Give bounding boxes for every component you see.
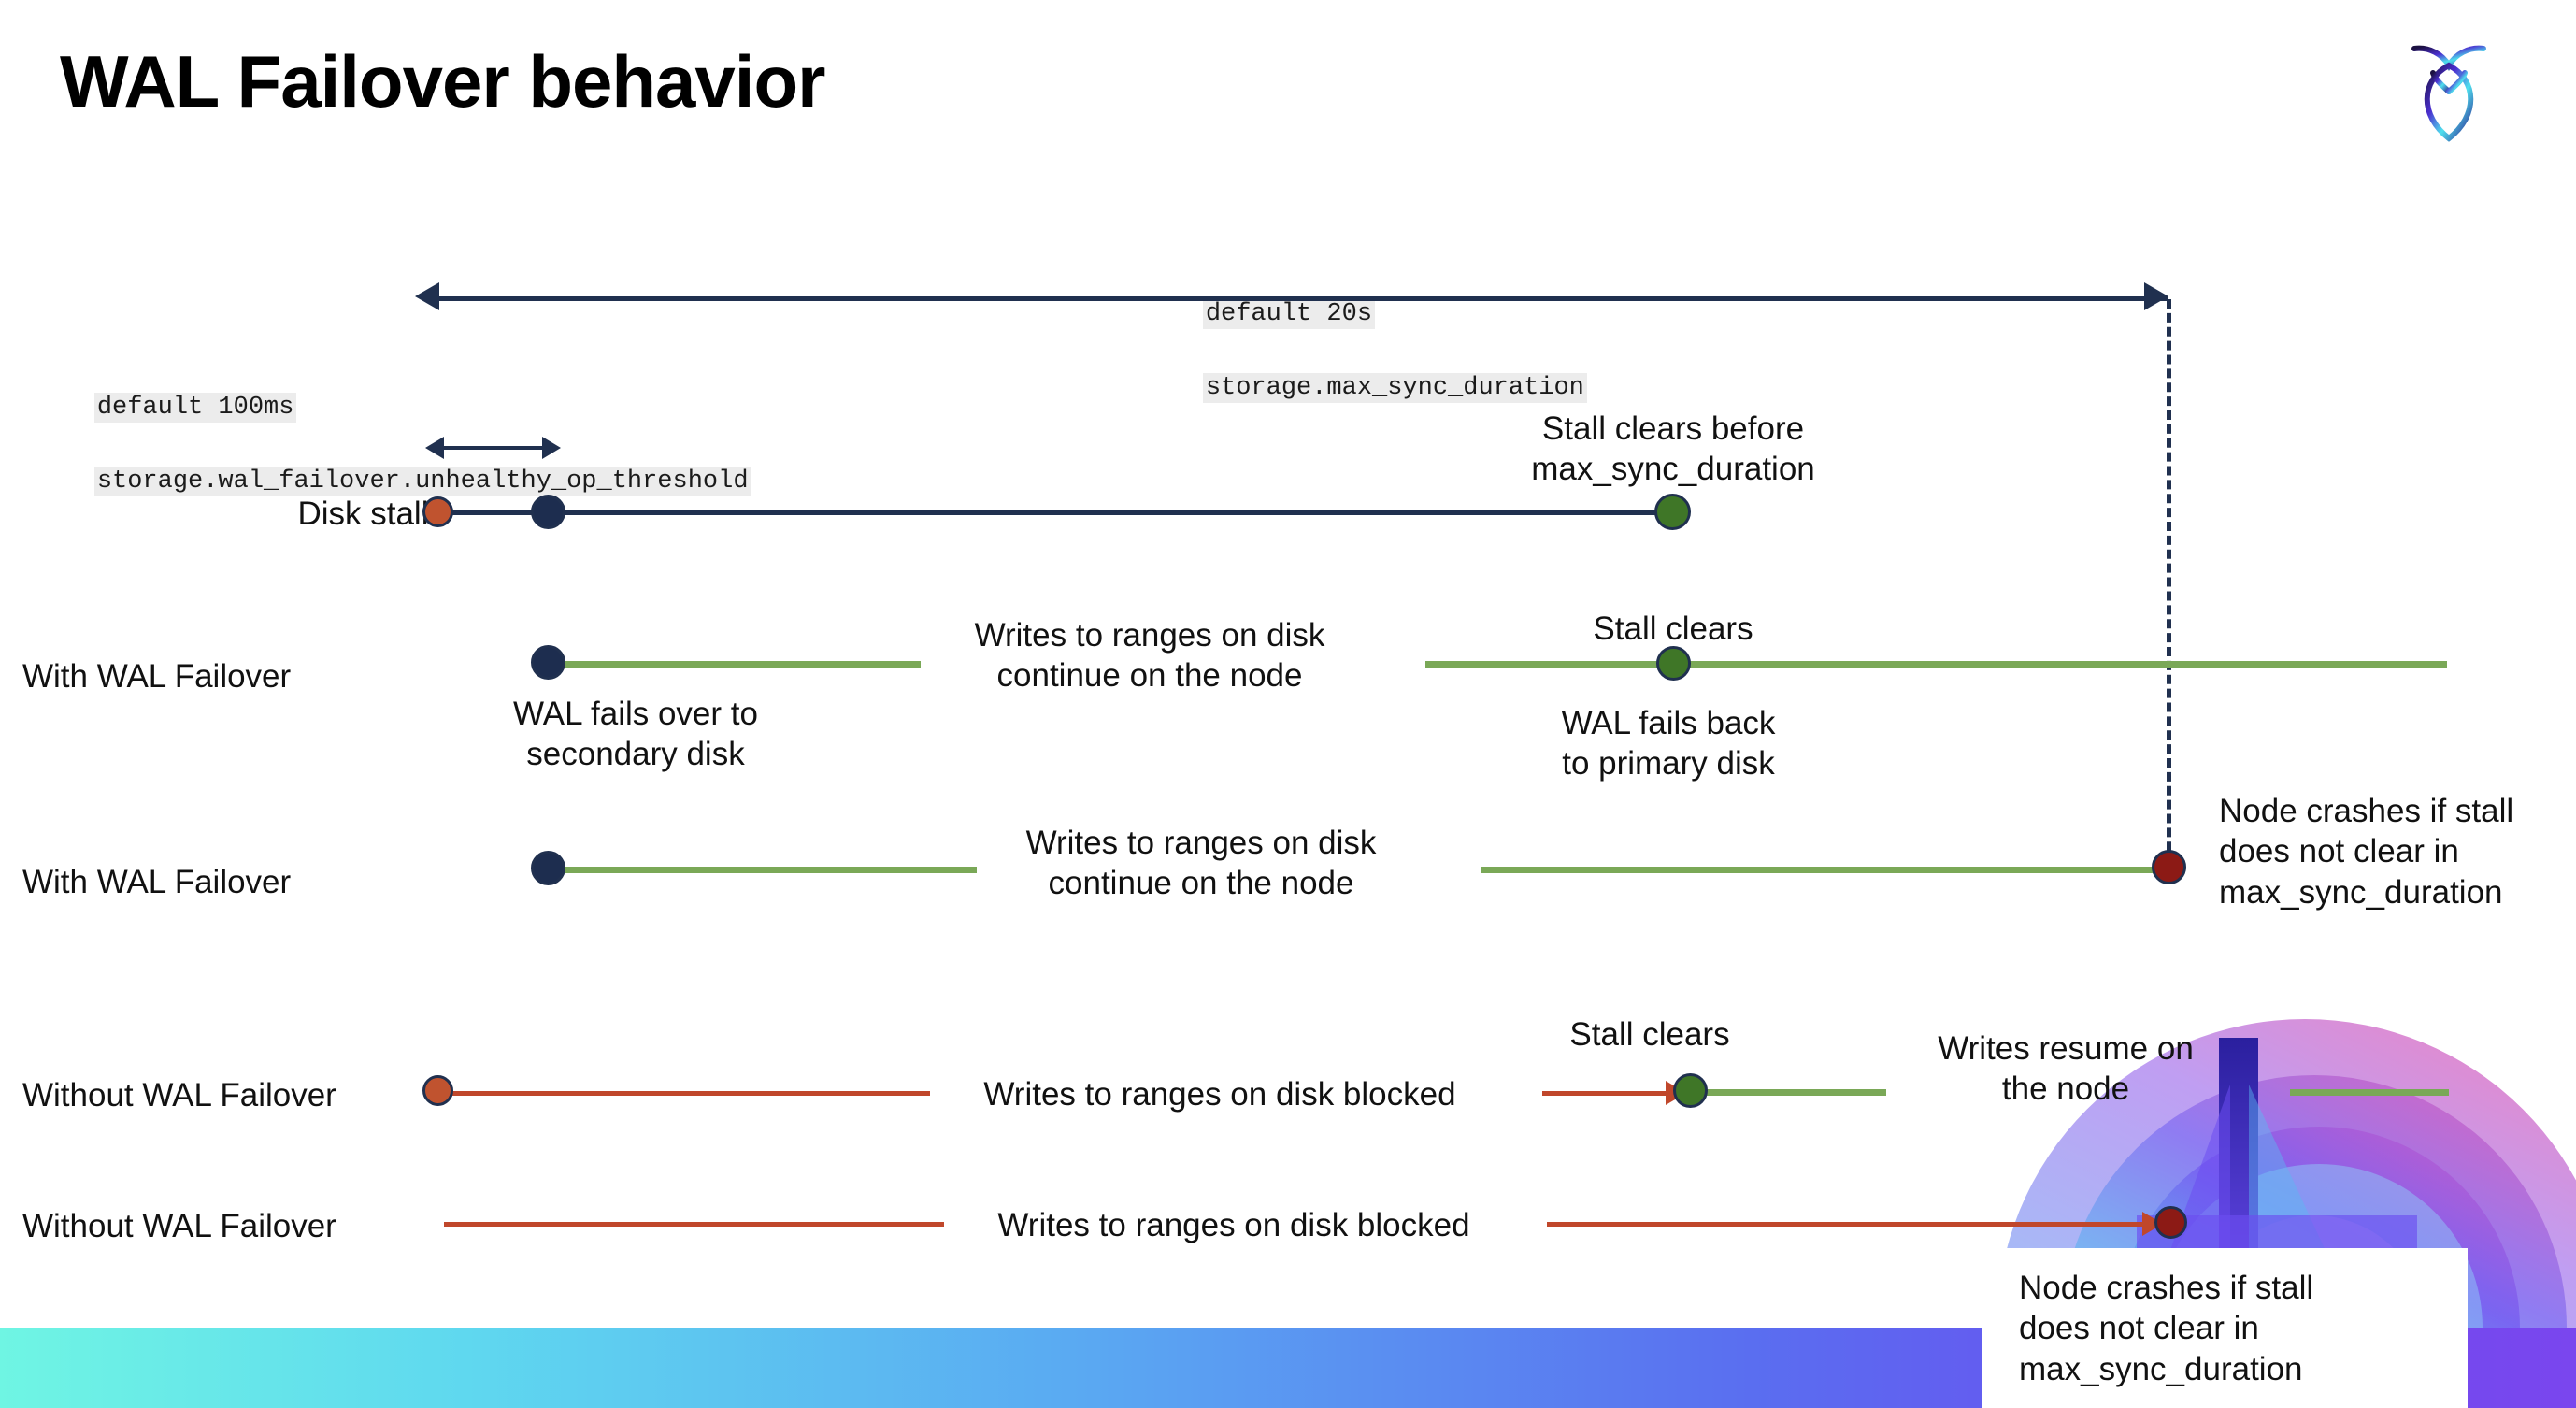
without-wal-2-crash-dot — [2154, 1206, 2187, 1239]
without-wal-1-stall-clears-dot — [1673, 1073, 1708, 1108]
max-sync-duration-setting: default 20s storage.max_sync_duration — [1142, 260, 1587, 444]
annotation-writes-blocked-2: Writes to ranges on disk blocked — [997, 1207, 1470, 1243]
max-sync-default-label: default 20s — [1202, 299, 1376, 330]
row-label-without-wal-failover-2: Without WAL Failover — [22, 1208, 336, 1244]
cockroachdb-logo-icon — [2397, 26, 2500, 148]
without-wal-1-red-segment-right — [1542, 1091, 1673, 1096]
annotation-wal-fails-over: WAL fails over to secondary disk — [513, 696, 758, 773]
disk-stalls-timeline — [439, 510, 1673, 515]
row-label-disk-stalls: Disk stalls — [297, 496, 445, 532]
unhealthy-op-setting-label: storage.wal_failover.unhealthy_op_thresh… — [93, 467, 751, 497]
annotation-node-crashes-row3: Node crashes if stall does not clear in … — [2219, 793, 2514, 911]
disk-stalls-start-dot — [422, 496, 453, 527]
annotation-writes-resume: Writes resume on the node — [1938, 1030, 2194, 1108]
unhealthy-op-threshold-setting: default 100ms storage.wal_failover.unhea… — [34, 353, 751, 538]
annotation-wal-fails-back: WAL fails back to primary disk — [1561, 705, 1776, 783]
max-sync-setting-label: storage.max_sync_duration — [1202, 373, 1587, 404]
with-wal-1-green-segment-right — [1425, 661, 2447, 668]
unhealthy-op-right-arrowhead — [542, 437, 561, 459]
with-wal-2-crash-dot — [2152, 850, 2186, 884]
node-crashes-callout-backdrop — [1982, 1248, 2468, 1408]
with-wal-1-failover-dot — [531, 645, 565, 680]
annotation-writes-continue-2: Writes to ranges on disk continue on the… — [1025, 825, 1377, 902]
without-wal-1-green-segment — [1699, 1089, 1886, 1096]
max-sync-duration-span-line — [439, 296, 2168, 301]
without-wal-1-green-segment-far — [2290, 1089, 2449, 1096]
row-label-with-wal-failover-1: With WAL Failover — [22, 658, 292, 695]
with-wal-2-green-segment-right — [1481, 867, 2173, 873]
unhealthy-op-left-arrowhead — [425, 437, 444, 459]
annotation-stall-clears-row2: Stall clears — [1593, 611, 1753, 647]
unhealthy-op-threshold-span-line — [444, 446, 542, 450]
with-wal-1-green-segment-left — [542, 661, 921, 668]
annotation-stall-clears-row4: Stall clears — [1569, 1016, 1730, 1053]
disk-stalls-failover-dot — [531, 495, 565, 529]
annotation-writes-blocked-1: Writes to ranges on disk blocked — [983, 1076, 1456, 1113]
disk-stalls-clear-dot — [1654, 494, 1691, 530]
max-sync-duration-left-arrowhead — [415, 282, 439, 310]
page-title: WAL Failover behavior — [60, 40, 825, 122]
with-wal-2-failover-dot — [531, 851, 565, 885]
without-wal-1-red-segment-left — [439, 1091, 930, 1096]
without-wal-2-red-segment-right — [1547, 1222, 2150, 1227]
with-wal-1-stall-clears-dot — [1656, 646, 1691, 681]
annotation-writes-continue-1: Writes to ranges on disk continue on the… — [974, 617, 1325, 695]
without-wal-2-red-segment-left — [444, 1222, 944, 1227]
with-wal-2-green-segment-left — [542, 867, 977, 873]
unhealthy-op-default-label: default 100ms — [93, 393, 297, 424]
max-sync-duration-boundary-dashed-line — [2167, 299, 2171, 879]
without-wal-1-start-dot — [422, 1075, 453, 1106]
annotation-stall-clears-before: Stall clears before max_sync_duration — [1531, 410, 1815, 488]
max-sync-duration-right-arrowhead — [2144, 282, 2168, 310]
row-label-with-wal-failover-2: With WAL Failover — [22, 864, 292, 900]
annotation-node-crashes-row5: Node crashes if stall does not clear in … — [2019, 1270, 2314, 1387]
row-label-without-wal-failover-1: Without WAL Failover — [22, 1077, 336, 1113]
